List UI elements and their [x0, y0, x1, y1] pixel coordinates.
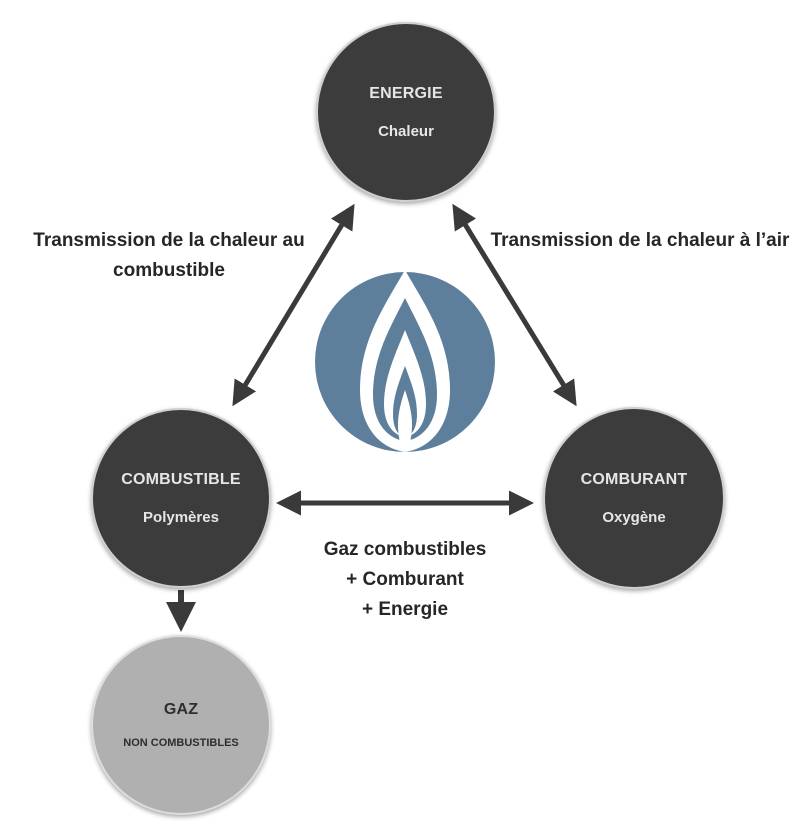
node-gaz-title: GAZ — [163, 701, 199, 718]
node-combustible: COMBUSTIBLE Polymères — [91, 408, 271, 588]
label-line: Gaz combustibles — [323, 539, 487, 560]
node-gaz: GAZ NON COMBUSTIBLES — [91, 635, 271, 815]
label-transmission-air: Transmission de la chaleur à l’air — [485, 226, 795, 256]
node-comburant-title: COMBURANT — [580, 470, 688, 488]
node-energie-title: ENERGIE — [369, 84, 443, 102]
node-comburant: COMBURANT Oxygène — [543, 407, 725, 589]
node-comburant-subtitle: Oxygène — [602, 508, 666, 526]
label-line: Transmission de la chaleur à l’air — [490, 230, 790, 251]
flame-icon — [315, 270, 495, 452]
arrow-energie-comburant — [452, 203, 577, 407]
label-line: Transmission de la chaleur au — [33, 230, 305, 251]
label-line: + Comburant — [346, 569, 464, 590]
node-combustible-title: COMBUSTIBLE — [121, 470, 241, 488]
label-line: combustible — [113, 260, 225, 281]
label-transmission-combustible: Transmission de la chaleur au combustibl… — [24, 226, 314, 286]
node-gaz-subtitle: NON COMBUSTIBLES — [123, 737, 239, 749]
arrow-combustible-energie — [232, 203, 355, 407]
label-gaz-combustibles: Gaz combustibles + Comburant + Energie — [300, 535, 510, 625]
node-energie-subtitle: Chaleur — [378, 122, 434, 140]
node-energie: ENERGIE Chaleur — [316, 22, 496, 202]
label-line: + Energie — [361, 599, 449, 620]
node-combustible-subtitle: Polymères — [143, 508, 219, 526]
